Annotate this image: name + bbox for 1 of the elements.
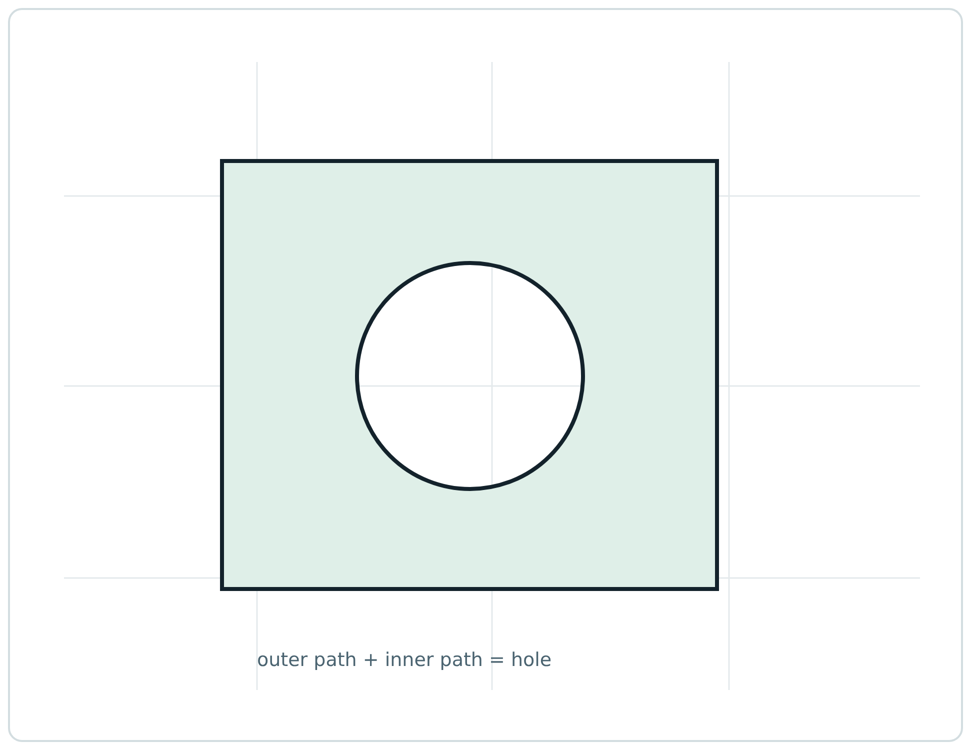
caption: outer path + inner path = hole bbox=[257, 649, 552, 671]
